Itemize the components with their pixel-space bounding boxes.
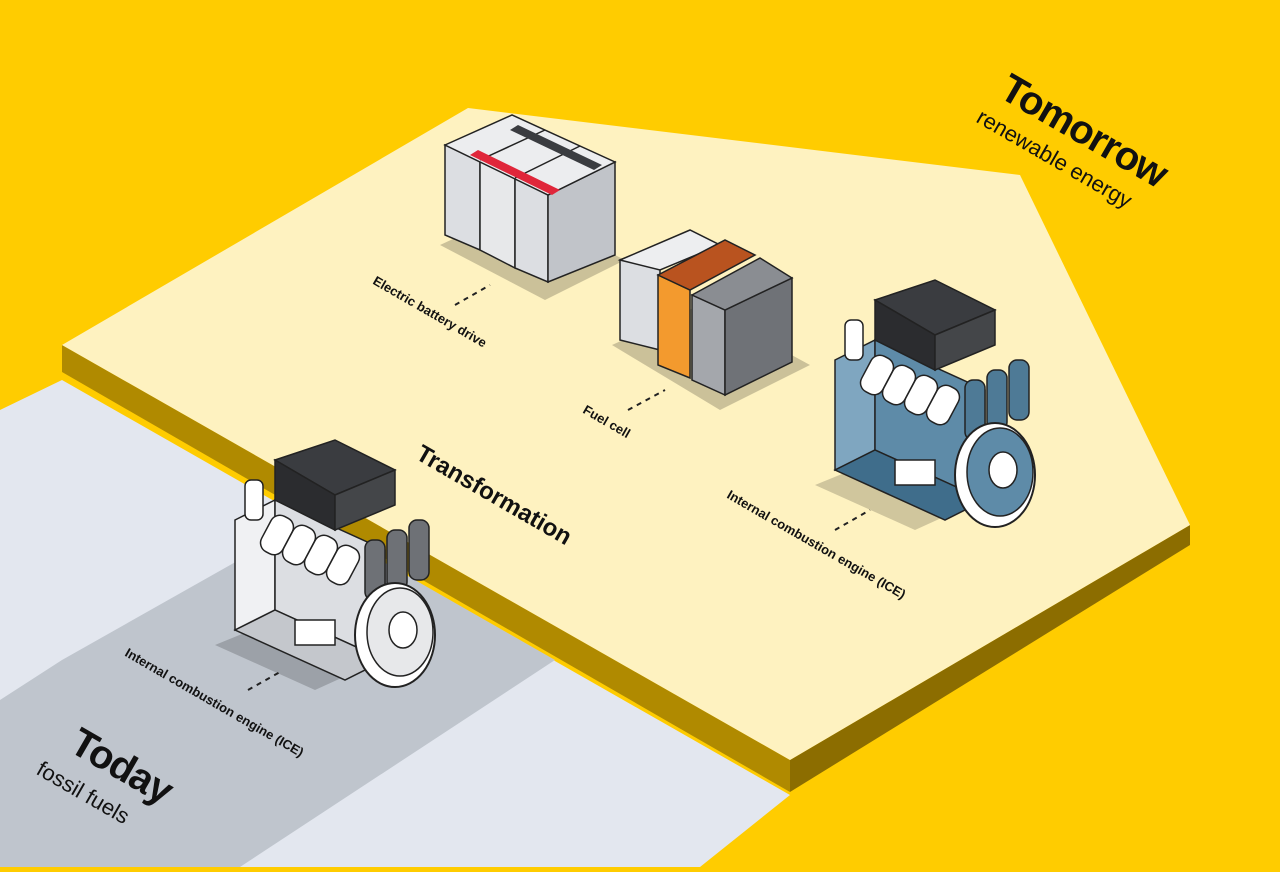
engine-today-leader-line — [247, 671, 281, 691]
battery-module — [440, 114, 625, 300]
fuel-cell-module — [612, 229, 810, 410]
engine-tomorrow-leader-line — [834, 509, 871, 531]
battery-leader-line — [454, 284, 491, 306]
fuel-cell-leader-line — [627, 389, 666, 411]
battery-red-stripe — [470, 150, 560, 195]
transformation-platform — [62, 108, 1190, 760]
platform-right-edge — [790, 525, 1190, 792]
